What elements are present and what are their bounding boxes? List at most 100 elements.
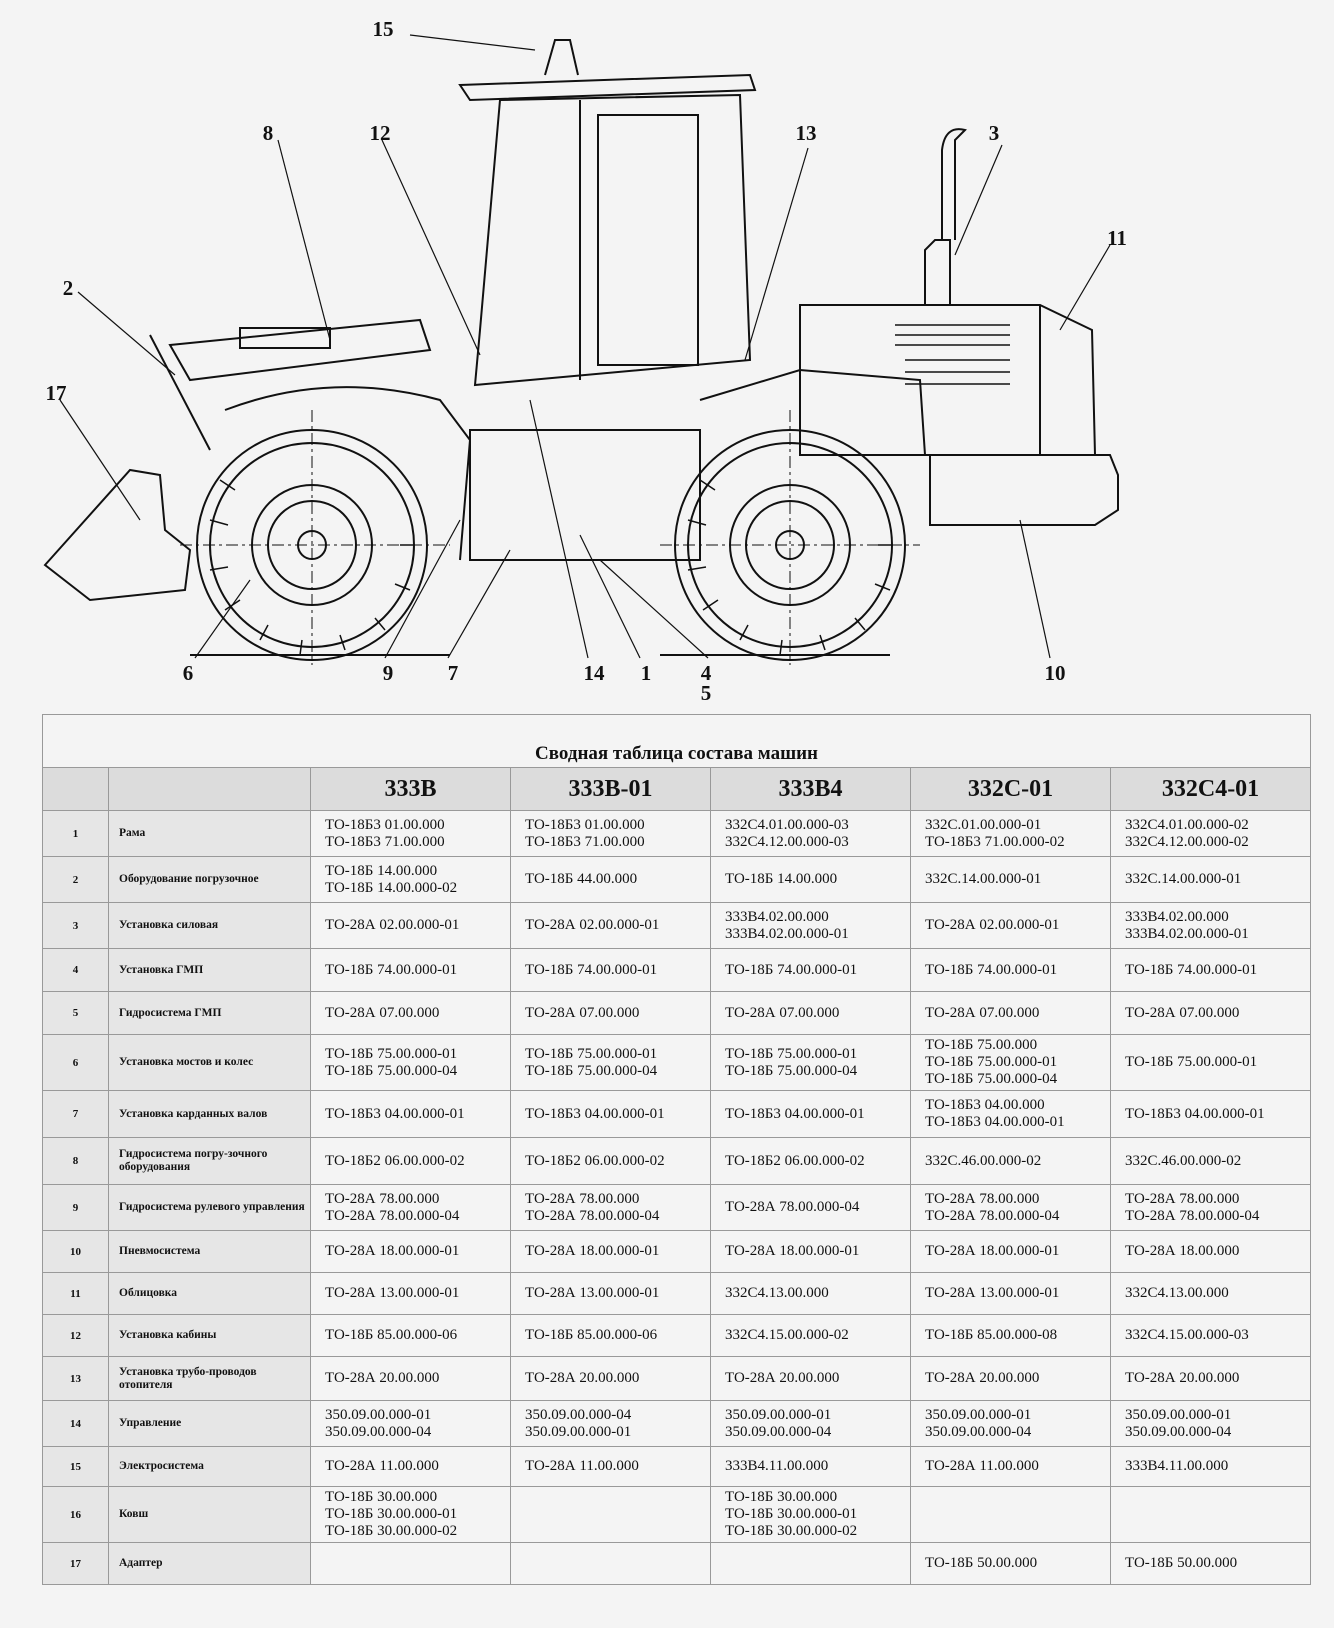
- part-number: ТО-18Б 85.00.000-08: [925, 1327, 1058, 1343]
- part-number-cell: [510, 1542, 711, 1585]
- part-number-cell: ТО-18Б 85.00.000-06: [310, 1314, 511, 1357]
- part-number: 350.09.00.000-04: [1125, 1423, 1232, 1440]
- part-number: ТО-18Б 50.00.000: [925, 1555, 1038, 1571]
- row-number: 2: [42, 856, 109, 903]
- part-number: 350.09.00.000-01: [325, 1406, 432, 1423]
- part-number: ТО-18Б 85.00.000-06: [525, 1327, 658, 1343]
- part-number: 350.09.00.000-01: [725, 1406, 832, 1423]
- column-header: 333В4: [710, 767, 911, 811]
- row-name: Гидросистема погру-зочного оборудования: [108, 1137, 311, 1185]
- part-number: ТО-28А 78.00.000-04: [925, 1207, 1060, 1224]
- part-number-cell: ТО-28А 02.00.000-01: [910, 902, 1111, 949]
- part-number: ТО-18Б 30.00.000: [725, 1489, 838, 1505]
- callout-label: 1: [641, 661, 652, 685]
- callout-label: 7: [448, 661, 459, 685]
- part-number: ТО-18Б 75.00.000: [925, 1037, 1038, 1053]
- part-number-cell: ТО-28А 20.00.000: [710, 1356, 911, 1401]
- part-number: ТО-18Б 50.00.000: [1125, 1555, 1238, 1571]
- part-number: 332С.46.00.000-02: [1125, 1152, 1242, 1169]
- part-number-cell: ТО-28А 20.00.000: [510, 1356, 711, 1401]
- part-number: 333В4.02.00.000: [1125, 908, 1229, 925]
- part-number: ТО-28А 78.00.000-04: [725, 1199, 860, 1215]
- part-number: 333В4.02.00.000: [725, 908, 829, 925]
- row-name: Оборудование погрузочное: [108, 856, 311, 903]
- row-number: 3: [42, 902, 109, 949]
- part-number: ТО-28А 02.00.000-01: [325, 917, 460, 933]
- part-number: ТО-28А 11.00.000: [525, 1458, 639, 1474]
- part-number: 333В4.11.00.000: [1125, 1458, 1229, 1474]
- part-number-cell: 332С.46.00.000-02: [1109, 1137, 1312, 1185]
- part-number-cell: 332С.14.00.000-01: [1109, 856, 1312, 903]
- part-number-cell: ТО-28А 02.00.000-01: [310, 902, 511, 949]
- row-number: 8: [42, 1137, 109, 1185]
- row-name: Установка карданных валов: [108, 1090, 311, 1138]
- part-number-cell: ТО-28А 18.00.000: [1109, 1230, 1312, 1273]
- part-number: ТО-18Б3 04.00.000-01: [325, 1105, 465, 1122]
- row-name: Гидросистема рулевого управления: [108, 1184, 311, 1231]
- part-number-cell: ТО-28А 20.00.000: [910, 1356, 1111, 1401]
- part-number: ТО-28А 02.00.000-01: [525, 917, 660, 933]
- part-number: 350.09.00.000-04: [925, 1423, 1032, 1440]
- row-number: 6: [42, 1034, 109, 1091]
- column-header: 333В-01: [510, 767, 711, 811]
- part-number: 350.09.00.000-01: [1125, 1406, 1232, 1423]
- part-number: ТО-28А 18.00.000: [1125, 1243, 1240, 1259]
- callout-label: 6: [183, 661, 194, 685]
- part-number: ТО-18Б3 71.00.000-02: [925, 833, 1065, 850]
- part-number: ТО-18Б 14.00.000: [725, 871, 838, 887]
- row-number: 7: [42, 1090, 109, 1138]
- part-number-cell: 332С.14.00.000-01: [910, 856, 1111, 903]
- part-number: ТО-18Б3 71.00.000: [325, 833, 445, 850]
- part-number-cell: ТО-28А 18.00.000-01: [910, 1230, 1111, 1273]
- part-number-cell: [910, 1486, 1111, 1543]
- header-name: [108, 767, 311, 811]
- part-number: ТО-28А 20.00.000: [925, 1370, 1040, 1386]
- part-number: ТО-18Б 75.00.000-04: [925, 1071, 1058, 1087]
- part-number: ТО-28А 78.00.000: [325, 1190, 440, 1207]
- row-name: Установка мостов и колес: [108, 1034, 311, 1091]
- part-number: ТО-18Б3 01.00.000: [525, 816, 645, 833]
- callout-label: 12: [370, 121, 391, 145]
- row-name: Адаптер: [108, 1542, 311, 1585]
- part-number: ТО-28А 13.00.000-01: [525, 1285, 660, 1301]
- part-number: ТО-28А 78.00.000: [525, 1190, 640, 1207]
- callout-label: 2: [63, 276, 74, 300]
- part-number-cell: ТО-28А 13.00.000-01: [510, 1272, 711, 1315]
- part-number-cell: ТО-28А 13.00.000-01: [310, 1272, 511, 1315]
- part-number: ТО-28А 07.00.000: [925, 1004, 1040, 1021]
- part-number: ТО-28А 20.00.000: [325, 1370, 440, 1386]
- callout-label: 10: [1045, 661, 1066, 685]
- part-number: ТО-28А 13.00.000-01: [325, 1285, 460, 1301]
- part-number: 332С.01.00.000-01: [925, 816, 1042, 833]
- header-num: [42, 767, 109, 811]
- callout-label: 15: [373, 17, 394, 41]
- part-number-cell: ТО-28А 11.00.000: [310, 1446, 511, 1487]
- part-number: ТО-28А 18.00.000-01: [725, 1243, 860, 1259]
- part-number: ТО-28А 20.00.000: [1125, 1370, 1240, 1386]
- part-number: ТО-28А 20.00.000: [725, 1370, 840, 1386]
- part-number: ТО-18Б 75.00.000-04: [725, 1062, 858, 1079]
- row-number: 15: [42, 1446, 109, 1487]
- part-number-cell: ТО-28А 11.00.000: [910, 1446, 1111, 1487]
- part-number: 350.09.00.000-04: [325, 1423, 432, 1440]
- part-number: ТО-18Б3 04.00.000-01: [725, 1105, 865, 1122]
- part-number-cell: ТО-28А 02.00.000-01: [510, 902, 711, 949]
- part-number: 350.09.00.000-01: [525, 1423, 632, 1440]
- part-number: ТО-18Б 74.00.000-01: [525, 961, 658, 978]
- part-number: ТО-18Б3 04.00.000-01: [925, 1114, 1065, 1130]
